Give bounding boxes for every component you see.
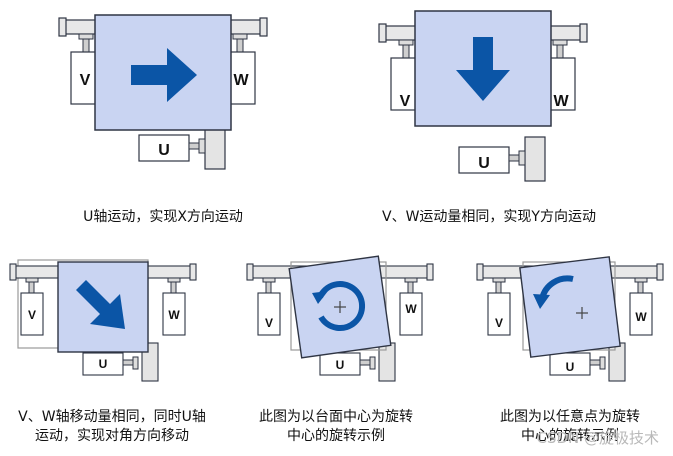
caption-diagonal-motion: V、W轴移动量相同，同时U轴 运动，实现对角方向移动 [0,408,224,446]
caption-line: V、W轴移动量相同，同时U轴 [18,409,206,425]
actuator-label-v: V [495,316,503,330]
caption-line: U轴运动，实现X方向运动 [83,209,243,225]
actuator-label-u: U [99,357,108,371]
arrow-diagonal-icon [76,280,125,329]
actuator-label-v: V [80,72,91,89]
rotation-center-icon [576,307,588,319]
caption-u-motion: U轴运动，实现X方向运动 [0,208,326,227]
caption-line: 中心的旋转示例 [521,428,619,444]
actuator-label-u: U [158,142,170,159]
caption-line: 此图为以任意点为旋转 [500,409,640,425]
caption-line: 运动，实现对角方向移动 [35,428,189,444]
panel-diagonal-motion: V W U [9,259,197,382]
rotate-ccw-arc-icon [533,275,574,309]
caption-line: 此图为以台面中心为旋转 [259,409,413,425]
actuator-label-u: U [336,358,345,372]
actuator-label-w: W [405,302,417,316]
panel-center-rotation: V W U [246,255,434,382]
caption-center-rotation: 此图为以台面中心为旋转 中心的旋转示例 [224,408,448,446]
panel-u-motion: V W U [58,14,268,170]
actuator-label-v: V [28,308,36,322]
actuator-label-v: V [265,316,273,330]
actuator-label-w: W [233,72,249,89]
caption-line: 中心的旋转示例 [287,428,385,444]
actuator-label-u: U [478,155,490,172]
actuator-label-v: V [400,93,411,110]
actuator-label-w: W [168,308,180,322]
actuator-label-u: U [566,360,575,374]
caption-vw-motion: V、W运动量相同，实现Y方向运动 [326,208,652,227]
panel-arbitrary-rotation: V W U [476,256,664,382]
watermark: CSDN @旋极技术 [536,429,659,447]
arrow-down-icon [456,37,510,101]
caption-line: V、W运动量相同，实现Y方向运动 [382,209,596,225]
rotation-center-icon [334,301,346,313]
actuator-label-w: W [553,93,569,110]
arrow-right-icon [131,48,197,102]
rotate-ccw-icon [312,281,366,332]
actuator-label-w: W [635,310,647,324]
caption-arbitrary-rotation: 此图为以任意点为旋转 中心的旋转示例 [458,408,673,446]
panel-vw-motion: V W U [378,10,588,182]
